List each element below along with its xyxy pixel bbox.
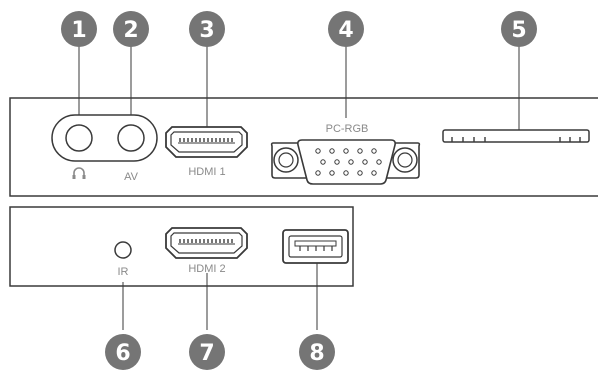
callout-4: 4 [328, 11, 364, 47]
hdmi1-port [165, 126, 248, 158]
callout-6: 6 [105, 334, 141, 370]
headphone-jack [65, 124, 93, 152]
callout-1-number: 1 [71, 18, 86, 43]
hdmi2-port [165, 227, 248, 259]
callout-6-number: 6 [115, 341, 130, 366]
callout-5-number: 5 [511, 18, 526, 43]
av-jack [117, 124, 145, 152]
ir-sensor [114, 241, 132, 259]
headphone-icon [72, 167, 86, 179]
av-label: AV [124, 171, 139, 183]
callout-3-number: 3 [199, 18, 214, 43]
callout-2-number: 2 [123, 18, 138, 43]
vga-port [270, 139, 421, 185]
audio-av-jacks [51, 114, 158, 162]
callout-2: 2 [113, 11, 149, 47]
callout-7-number: 7 [199, 341, 214, 366]
hdmi2-label: HDMI 2 [188, 263, 225, 275]
hdmi1-label: HDMI 1 [188, 166, 225, 178]
callout-8: 8 [299, 334, 335, 370]
leader-lines [78, 45, 520, 330]
ir-label: IR [118, 266, 129, 278]
callout-3: 3 [189, 11, 225, 47]
callout-5: 5 [501, 11, 537, 47]
callout-7: 7 [189, 334, 225, 370]
callout-1: 1 [61, 11, 97, 47]
slot-5 [442, 129, 590, 143]
callout-4-number: 4 [338, 18, 353, 43]
usb-port [282, 229, 349, 264]
pcrgb-label: PC-RGB [326, 123, 369, 135]
callout-8-number: 8 [309, 341, 324, 366]
